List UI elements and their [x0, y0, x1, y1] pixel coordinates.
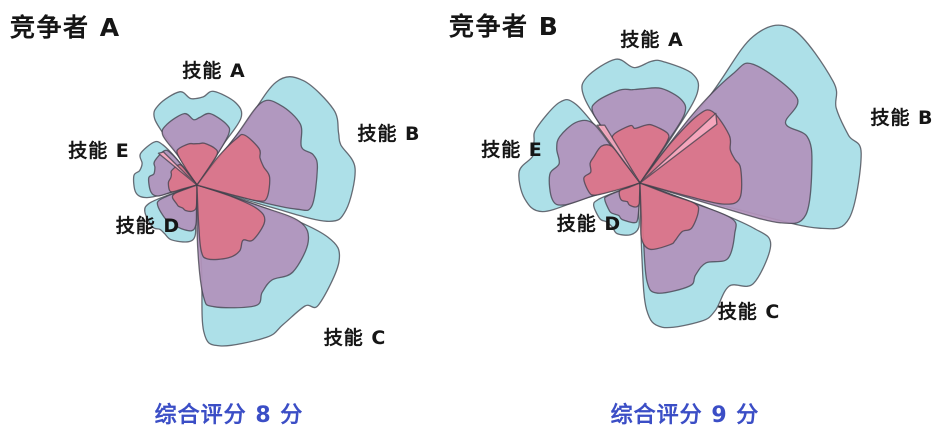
chart0-petal1-ring2: [196, 133, 271, 202]
chart0-petal4-ring2: [167, 163, 198, 193]
chart-a-score-caption: 综合评分 8 分: [154, 403, 304, 428]
chart0-skill-label-4: 技能 E: [68, 139, 130, 162]
chart0-petal0-ring2: [176, 142, 219, 186]
chart0-skill-label-0: 技能 A: [182, 59, 245, 82]
chart-b-score-caption: 综合评分 9 分: [610, 403, 760, 428]
chart0-highlight-sliver0: [157, 151, 198, 186]
chart-b-title: 竞争者 B: [449, 12, 560, 41]
chart0-skill-label-2: 技能 C: [324, 326, 387, 349]
chart0-skill-label-3: 技能 D: [116, 214, 180, 237]
chart1-highlight-sliver0: [639, 112, 718, 184]
chart0-petal3-ring2: [171, 184, 198, 213]
chart1-petal3-ring2: [618, 182, 641, 208]
chart-a-title: 竞争者 A: [10, 13, 121, 42]
chart1-skill-label-1: 技能 B: [870, 106, 933, 129]
chart0-skill-label-1: 技能 B: [357, 122, 420, 145]
chart1-petal2-ring2: [639, 182, 700, 251]
chart0-petal2-ring2: [196, 184, 266, 261]
chart1-skill-label-3: 技能 D: [557, 212, 621, 235]
chart1-skill-label-4: 技能 E: [481, 138, 543, 161]
chart1-petal1-ring2: [639, 109, 743, 205]
chart1-skill-label-2: 技能 C: [718, 300, 781, 323]
chart1-highlight-sliver1: [596, 124, 641, 184]
chart1-skill-label-0: 技能 A: [620, 28, 683, 51]
